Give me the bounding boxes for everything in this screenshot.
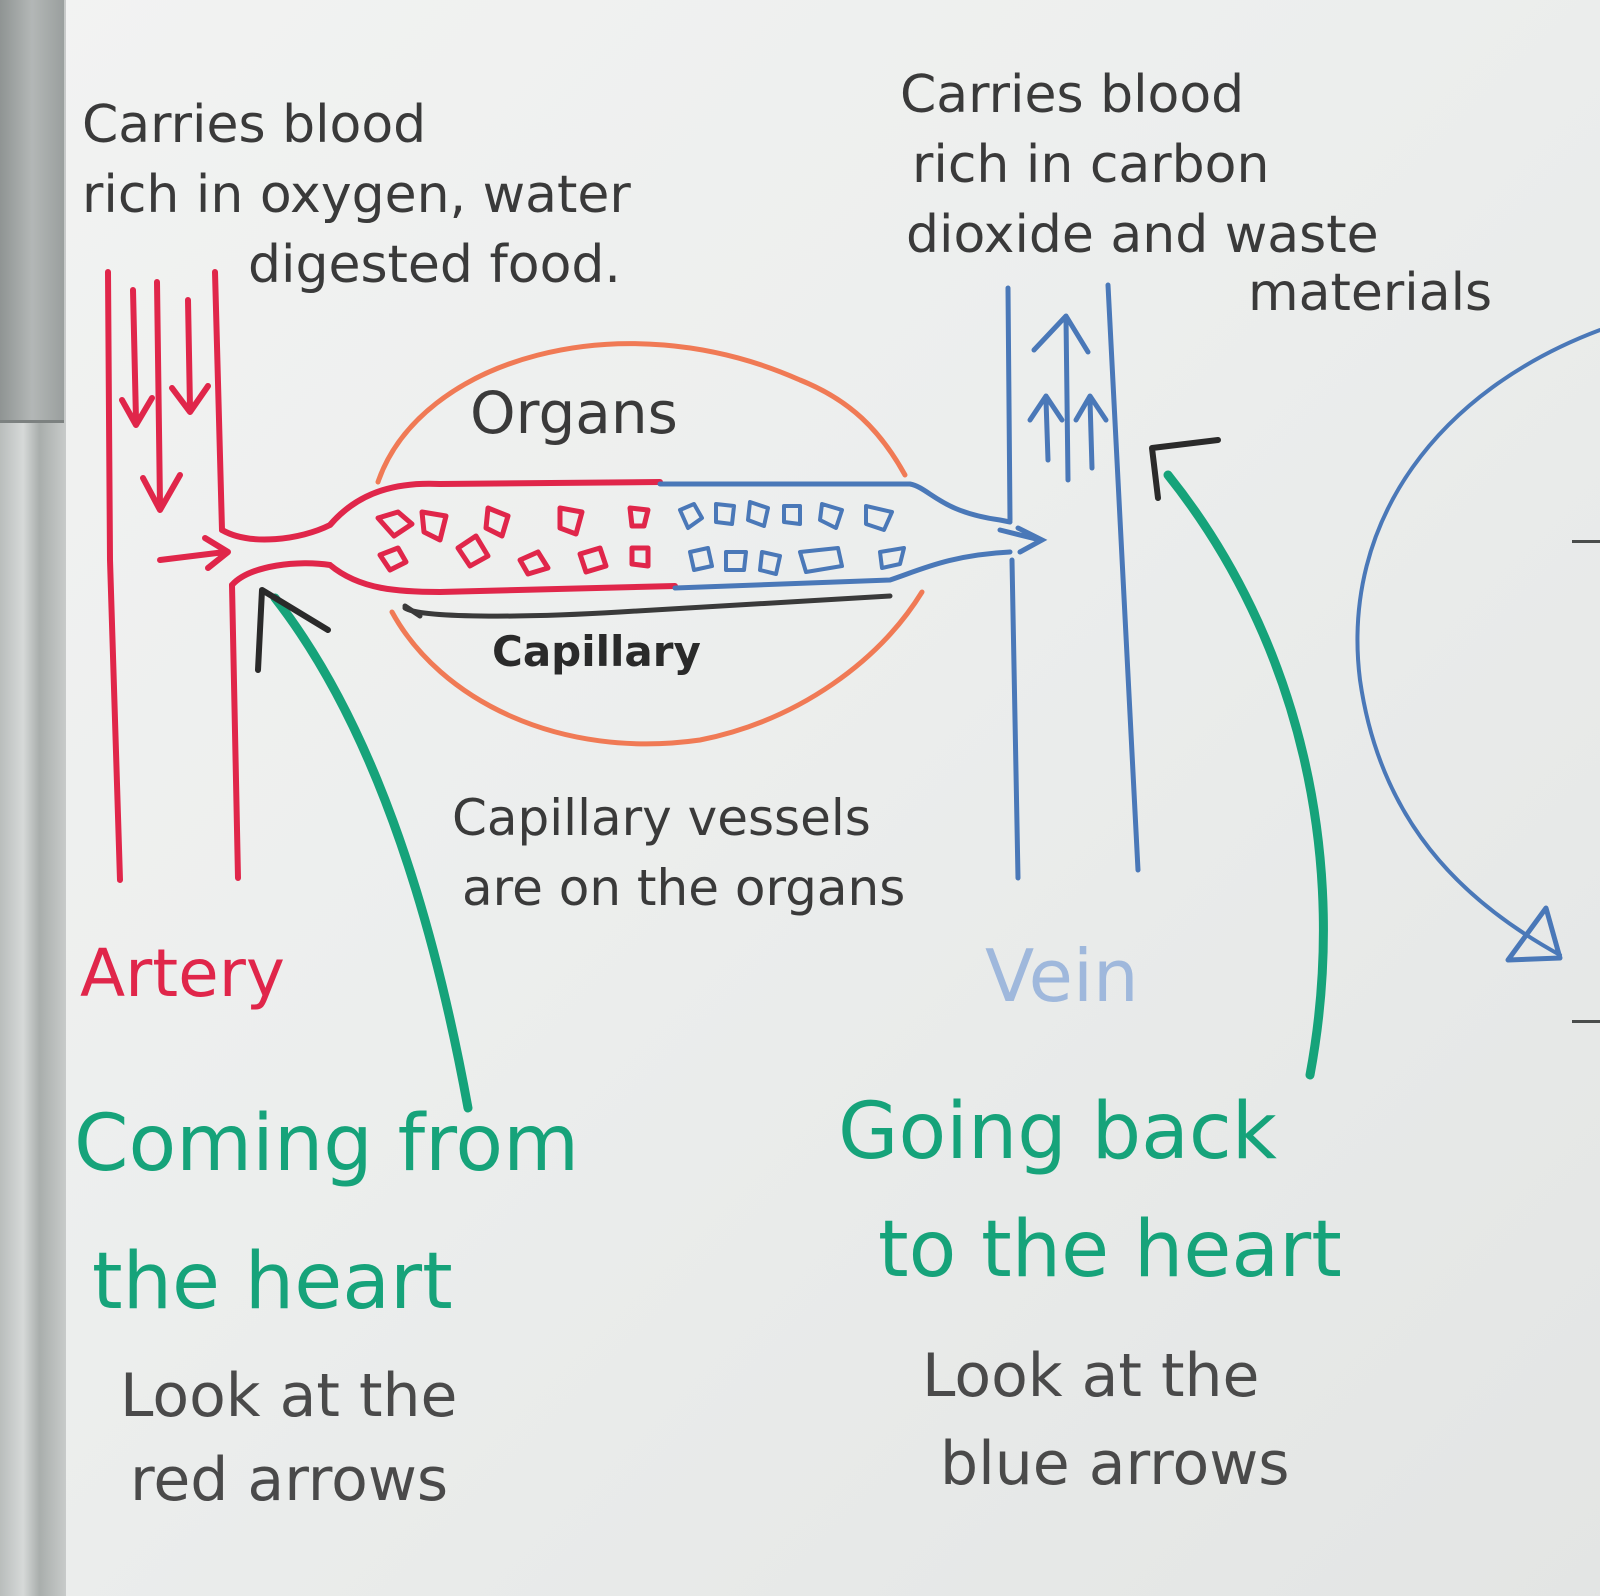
whiteboard-frame-mark (1572, 540, 1600, 543)
artery-heading-line: the heart (92, 1237, 453, 1327)
whiteboard-frame-mark (1572, 1020, 1600, 1023)
vein-description-line: dioxide and waste (906, 205, 1379, 265)
vein-description-line: rich in carbon (912, 135, 1270, 195)
capillary-note-line: Capillary vessels (452, 789, 871, 847)
artery-heading-line: Coming from (74, 1099, 580, 1189)
vein-vessel (1005, 282, 1141, 881)
red-arrows (119, 279, 231, 571)
vein-heading-line: Going back (838, 1087, 1277, 1177)
oxygenated-cells (375, 505, 651, 577)
vein-hint-line: Look at the (922, 1341, 1260, 1411)
artery-description-line: digested food. (248, 235, 621, 295)
vein-branch (657, 481, 1048, 591)
capillary-label: Capillary (492, 627, 701, 676)
organ-outline (375, 341, 925, 747)
capillary-brace (402, 593, 893, 619)
artery-vessel (105, 269, 241, 883)
artery-label: Artery (80, 935, 285, 1012)
vein-description-line: materials (1248, 263, 1493, 323)
artery-description-line: rich in oxygen, water (82, 165, 631, 225)
vein-description-line: Carries blood (900, 65, 1245, 125)
vein-heading-line: to the heart (878, 1205, 1342, 1295)
blue-arrows (1027, 313, 1109, 483)
green-pointers (270, 470, 1328, 1113)
deoxygenated-cells (678, 500, 906, 576)
vein-hint-line: blue arrows (940, 1429, 1290, 1499)
circulation-arc-arrowhead (1505, 905, 1563, 963)
artery-hint-line: Look at the (120, 1361, 458, 1431)
artery-description-line: Carries blood (82, 95, 427, 155)
capillary-note-line: are on the organs (462, 859, 906, 917)
artery-hint-line: red arrows (130, 1445, 449, 1515)
artery-branch (219, 479, 678, 596)
organs-label: Organs (470, 379, 678, 447)
green-arrowheads (255, 437, 1221, 673)
whiteboard-clip (0, 0, 64, 423)
vein-label: Vein (985, 934, 1139, 1018)
circulation-arc (1355, 328, 1600, 957)
